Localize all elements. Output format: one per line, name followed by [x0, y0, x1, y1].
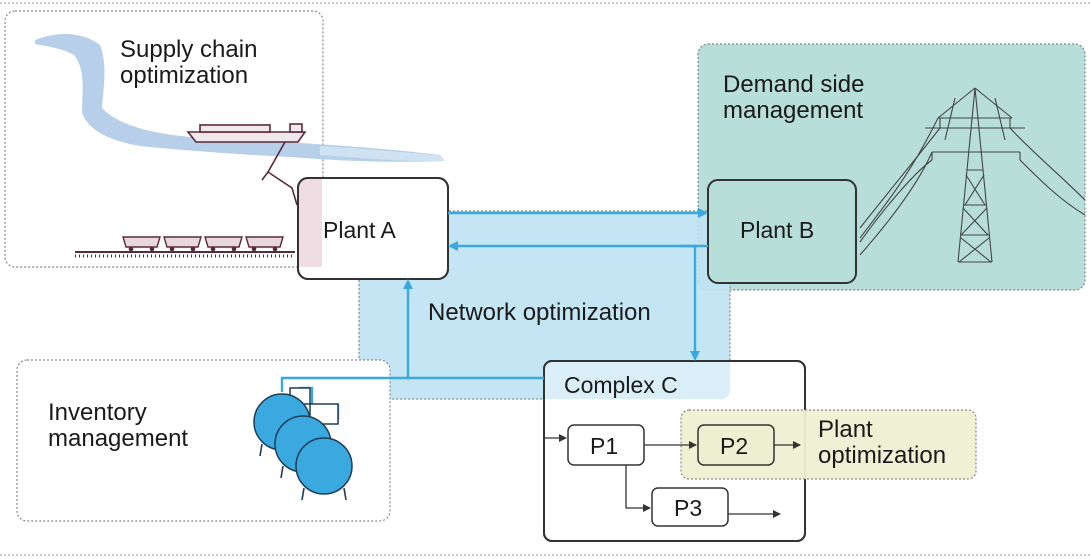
- plant-optimization-label-line2: optimization: [818, 442, 947, 469]
- plant-a-label: Plant A: [323, 217, 396, 243]
- process-flow-arrows: [544, 434, 801, 518]
- demand-side-label-line2: management: [723, 97, 864, 124]
- p1-label: P1: [590, 433, 619, 459]
- plant-optimization-label-line1: Plant: [818, 416, 873, 443]
- plant-b-label: Plant B: [740, 217, 815, 243]
- p3-label: P3: [674, 495, 703, 521]
- plant-a-overlap: [298, 178, 322, 267]
- power-tower-icon: [859, 87, 1086, 263]
- plant-b-node: [707, 179, 857, 284]
- supply-chain-label-line1: Supply chain: [120, 36, 258, 63]
- storage-tanks-icon: [253, 387, 353, 501]
- demand-side-label-line1: Demand side: [723, 71, 865, 98]
- network-label: Network optimization: [428, 299, 651, 326]
- supply-chain-label-line2: optimization: [120, 62, 249, 89]
- complex-c-label: Complex C: [564, 372, 678, 398]
- river-icon: [35, 33, 445, 162]
- inventory-label-line1: Inventory: [48, 399, 147, 426]
- p3-node: [651, 487, 729, 527]
- train-icon: [75, 236, 295, 258]
- p2-label: P2: [720, 433, 749, 459]
- ship-icon: [186, 123, 307, 206]
- inventory-label-line2: management: [48, 425, 189, 452]
